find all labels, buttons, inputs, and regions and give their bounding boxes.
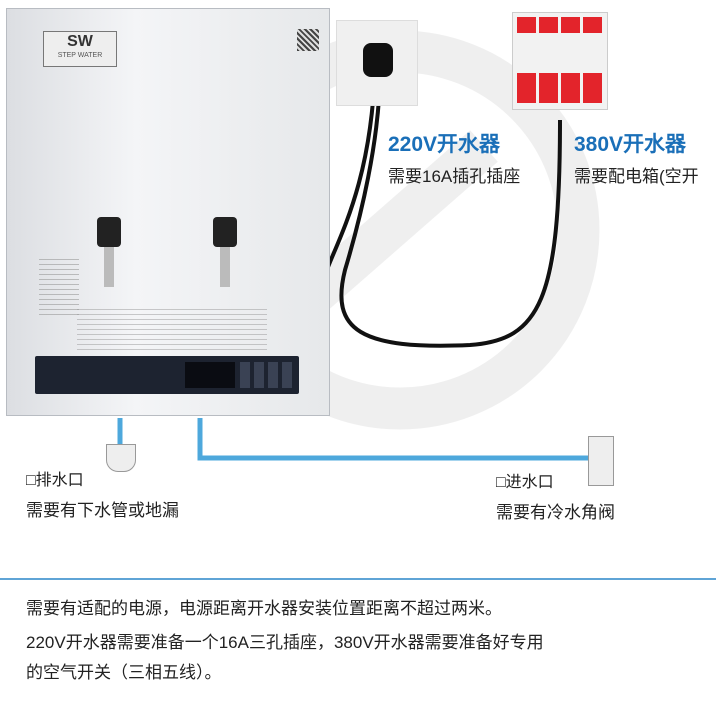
- panel-buttons: [240, 362, 292, 388]
- label-380v-title: 380V开水器: [574, 133, 687, 156]
- note-line-3: 的空气开关（三相五线）。: [26, 663, 222, 682]
- breaker-switches: [517, 73, 603, 103]
- spec-sticker: [77, 309, 267, 354]
- cable-220v: [339, 69, 562, 348]
- label-220v-desc: 需要16A插孔插座: [388, 167, 521, 186]
- brand-subtext: STEP WATER: [57, 52, 103, 59]
- qr-code: [297, 29, 319, 51]
- tap-right: [213, 217, 237, 297]
- drain-fixture: [106, 444, 136, 472]
- wall-socket: [336, 20, 418, 106]
- plug-icon: [363, 43, 393, 77]
- brand-text: SW: [67, 33, 93, 50]
- inlet-pipe: [197, 418, 590, 461]
- inlet-desc: 需要有冷水角阀: [496, 503, 615, 522]
- circuit-breaker: [512, 12, 608, 110]
- note-line-1: 需要有适配的电源，电源距离开水器安装位置距离不超过两米。: [26, 599, 502, 618]
- brand-badge: SW STEP WATER: [43, 31, 117, 67]
- breaker-top: [517, 17, 603, 33]
- control-panel: [35, 356, 299, 394]
- label-220v-title: 220V开水器: [388, 133, 501, 156]
- inlet-title: □进水口: [496, 474, 554, 491]
- notes-box: 需要有适配的电源，电源距离开水器安装位置距离不超过两米。 220V开水器需要准备…: [0, 578, 716, 703]
- info-sticker: [39, 259, 79, 319]
- drain-title: □排水口: [26, 472, 84, 489]
- note-line-2: 220V开水器需要准备一个16A三孔插座，380V开水器需要准备好专用: [26, 633, 544, 652]
- display-screen: [185, 362, 235, 388]
- drain-desc: 需要有下水管或地漏: [26, 501, 179, 520]
- angle-valve: [588, 436, 614, 486]
- tap-left: [97, 217, 121, 297]
- label-380v-desc: 需要配电箱(空开: [574, 167, 699, 186]
- water-heater: SW STEP WATER: [6, 8, 330, 416]
